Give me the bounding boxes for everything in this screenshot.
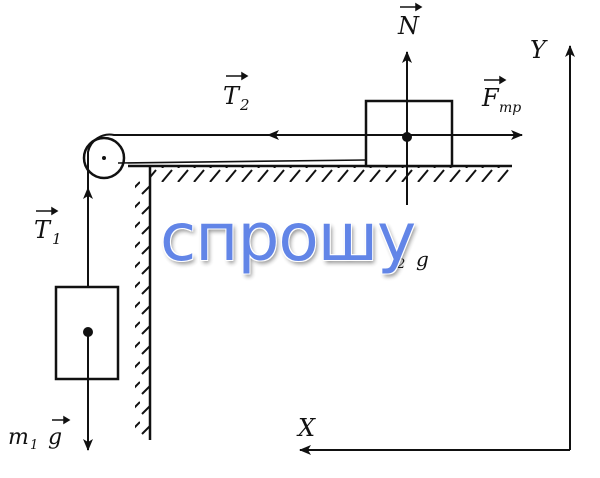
table-wall xyxy=(135,166,152,440)
label-axis-x: X xyxy=(296,414,316,442)
svg-text:тр: тр xyxy=(499,100,521,116)
svg-text:g: g xyxy=(416,247,429,271)
label-normal-force: N xyxy=(397,12,420,40)
label-friction-force: F тр xyxy=(481,84,521,116)
rope xyxy=(87,133,367,287)
label-axis-y: Y xyxy=(530,36,548,64)
svg-text:T: T xyxy=(34,216,52,244)
svg-text:1: 1 xyxy=(52,230,62,248)
pulley xyxy=(82,136,126,180)
label-tension-t2: T 2 xyxy=(223,82,250,114)
svg-text:2: 2 xyxy=(396,257,405,272)
svg-text:F: F xyxy=(481,84,500,112)
label-tension-t1: T 1 xyxy=(34,216,62,248)
watermark-text: спрошу xyxy=(160,199,416,276)
svg-text:m: m xyxy=(8,425,29,450)
table-surface xyxy=(128,164,512,182)
block-m2 xyxy=(364,99,454,168)
label-gravity-m2-partial: 2 g xyxy=(396,247,429,272)
label-gravity-m1: m 1 g xyxy=(8,425,62,453)
vector-hats xyxy=(36,2,507,425)
svg-text:2: 2 xyxy=(239,96,250,114)
svg-text:g: g xyxy=(48,425,62,450)
svg-text:T: T xyxy=(223,82,241,110)
svg-text:1: 1 xyxy=(30,438,38,453)
